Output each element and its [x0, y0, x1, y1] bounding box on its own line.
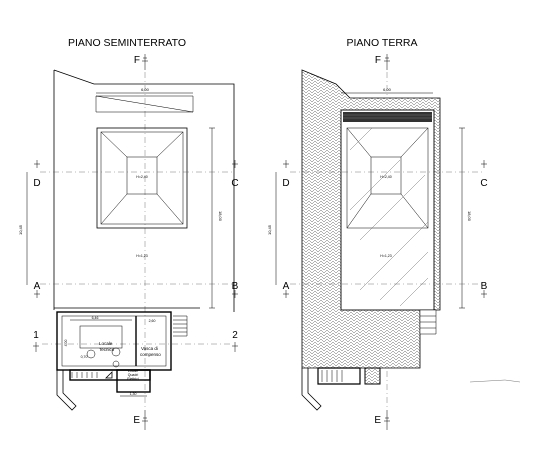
axis-markers-12: [33, 342, 238, 352]
dim-room-h2: 0,70: [81, 355, 88, 359]
axis-label-b-right: B: [481, 281, 488, 292]
equipment-frame: [79, 325, 123, 349]
access-ramp-left: [56, 370, 77, 411]
axis-label-c-left: C: [231, 178, 238, 189]
pool-deep-right: [370, 156, 402, 195]
dim-width-top-left: 6,00: [141, 87, 150, 92]
level-upper-right: H=2,40: [380, 175, 391, 179]
dim-height-left-left: 10,45: [18, 224, 23, 235]
bottom-room-right: [317, 367, 361, 385]
stair-lower: [71, 372, 98, 378]
ground-line: [469, 379, 521, 383]
room-label-vasca-1: Vasca di: [141, 346, 158, 351]
level-upper-left: H=2,40: [136, 175, 147, 179]
axis-marker-f-right: [384, 54, 390, 70]
stair-right-right: [420, 315, 436, 329]
axis-label-e-right: E: [374, 415, 381, 426]
room-label-locale-2: Tecnico: [99, 347, 115, 352]
dim-height-right-left: 18,00: [218, 211, 223, 222]
axis-label-d-right: D: [282, 178, 289, 189]
level-lower-right: H=1,23: [380, 254, 391, 258]
stair-bottom-right: [321, 370, 343, 382]
stair-right-left: [173, 315, 188, 337]
dim-height-left-right: 10,45: [267, 224, 272, 235]
axis-label-f-left: F: [134, 55, 140, 66]
pool-outer-right: [346, 127, 429, 229]
site-boundary-left: [53, 69, 235, 312]
ramp-box-left: [95, 95, 194, 113]
pump-3: [112, 360, 120, 368]
section-arrow: [105, 371, 113, 379]
room-label-vasca-2: compenso: [140, 352, 161, 357]
room-label-small-2: Quadri: [128, 373, 139, 377]
dim-room-w1: 6,46: [92, 316, 99, 320]
axis-markers-ab-left: [34, 290, 238, 298]
title-right: PIANO TERRA: [347, 37, 418, 49]
axis-label-c-right: C: [480, 178, 487, 189]
dim-width-top-right: 6,00: [383, 87, 392, 92]
axis-marker-e-left: [142, 410, 148, 430]
room-label-locale-1: Locale: [99, 341, 113, 346]
axis-markers-ab-right: [283, 290, 487, 298]
axis-label-b-left: B: [232, 281, 239, 292]
axis-label-f-right: F: [375, 55, 381, 66]
pool-slopes-right: [346, 127, 429, 229]
pump-1: [86, 349, 96, 359]
pool-cover-lines: [343, 114, 432, 119]
access-ramp-right: [301, 368, 322, 411]
dim-room-w2: 2,60: [149, 319, 156, 323]
technical-room-inner: [61, 315, 167, 367]
level-lower-left: H=1,23: [136, 254, 147, 258]
pool-water-right: [340, 109, 435, 311]
plan-seminterrato: F E 6,00 H=2,40 H=1,23 18,00 10,45 D C: [18, 54, 239, 430]
small-room: [116, 369, 151, 393]
axis-label-d-left: D: [33, 178, 40, 189]
pump-2: [111, 347, 121, 357]
room-label-small-1: Locale: [128, 369, 138, 373]
pool-inner-left: [100, 131, 184, 225]
bottom-block-right: [364, 367, 381, 385]
dim-ticks-right-right: [459, 127, 465, 309]
axis-label-a-right: A: [283, 281, 290, 292]
plan-terra: F E 6,00 H=2,40 H=1,23 18,00 10,45 D C: [267, 54, 521, 430]
axis-label-a-left: A: [34, 281, 41, 292]
dim-height-right-right: 18,00: [467, 211, 472, 222]
axis-label-2: 2: [232, 330, 238, 341]
title-left: PIANO SEMINTERRATO: [68, 37, 186, 49]
dim-room-h: 4,00: [64, 340, 68, 347]
axis-marker-f-left: [142, 54, 148, 70]
axis-label-1: 1: [33, 330, 39, 341]
water-reflections: [349, 127, 429, 307]
pool-outer-left: [96, 127, 188, 229]
room-label-small-3: Elettrici: [127, 377, 139, 381]
axis-label-e-left: E: [133, 415, 140, 426]
dim-small-w: 1,30: [130, 392, 137, 396]
axis-markers-dc-left: [34, 160, 238, 168]
pool-cover-strip: [343, 112, 432, 122]
dim-ticks-right-left: [209, 127, 215, 309]
axis-marker-e-right: [384, 410, 390, 430]
pool-deep-left: [126, 156, 158, 195]
pool-slopes-left: [100, 131, 184, 225]
axis-markers-dc-right: [283, 160, 487, 168]
